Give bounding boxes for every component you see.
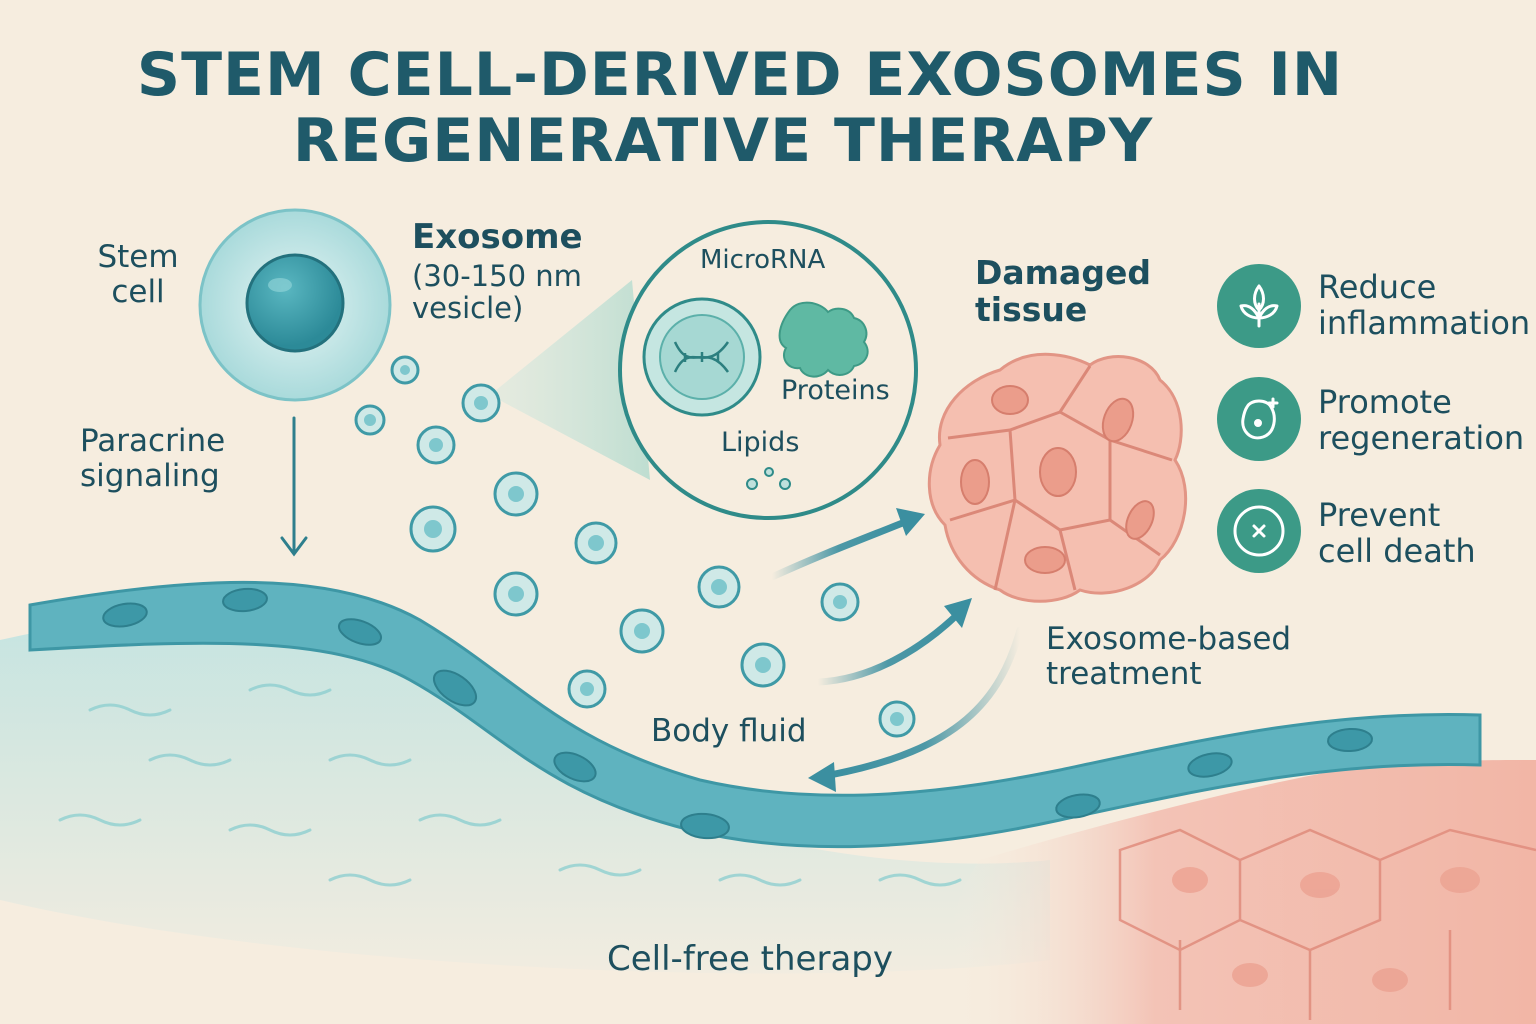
- cell-free-therapy-label: Cell-free therapy: [607, 939, 893, 979]
- exosome-particle: [619, 608, 665, 654]
- exosome-particle: [820, 582, 860, 622]
- stem-cell-label: Stem cell: [88, 240, 188, 309]
- benefit-2-line-2: regeneration: [1318, 418, 1525, 457]
- exosome-zoom-circle: [618, 220, 918, 520]
- arrow-to-tissue-lower: [814, 610, 962, 686]
- page-title-line-2: REGENERATIVE THERAPY: [292, 106, 1154, 176]
- proteins-label: Proteins: [781, 375, 890, 406]
- arrow-to-tissue-upper: [768, 518, 909, 581]
- benefit-1-line-1: Reduce: [1318, 268, 1437, 306]
- paracrine-arrow-icon: [280, 416, 308, 557]
- benefit-3-line-1: Prevent: [1318, 496, 1441, 534]
- exosome-treatment-label: Exosome-based treatment: [1046, 622, 1291, 691]
- exosome-particle: [409, 505, 457, 553]
- exosome-label: Exosome: [412, 217, 583, 257]
- cancel-cell-icon: [1217, 489, 1301, 573]
- regenerating-cell-icon: [1217, 377, 1301, 461]
- page-title: STEM CELL-DERIVED EXOSOMES IN: [136, 40, 1344, 110]
- arrow-return: [826, 626, 1024, 779]
- body-fluid-region: [0, 608, 1050, 974]
- tissue-cells: [1118, 828, 1536, 1020]
- benefit-reduce-inflammation: Reduce inflammation: [1318, 268, 1531, 342]
- damaged-tissue-icon: [927, 352, 1188, 603]
- exosome-treatment-line-2: treatment: [1046, 655, 1202, 692]
- exosome-particle: [461, 383, 501, 423]
- exosome-particles: [354, 355, 916, 738]
- exosome-particle: [354, 404, 386, 436]
- benefit-prevent-cell-death: Prevent cell death: [1318, 496, 1476, 570]
- paracrine-label: Paracrine signaling: [80, 424, 225, 493]
- protein-icon: [778, 301, 869, 378]
- exosome-particle: [567, 669, 607, 709]
- exosome-size-line-2: vesicle): [412, 291, 524, 326]
- benefit-1-line-2: inflammation: [1318, 303, 1531, 342]
- dna-icon: [673, 341, 730, 373]
- exosome-size-label: (30-150 nm vesicle): [412, 260, 582, 325]
- blood-vessel: [28, 580, 1482, 849]
- benefit-2-line-1: Promote: [1318, 383, 1452, 421]
- benefit-3-line-2: cell death: [1318, 531, 1476, 570]
- stem-cell-label-line-1: Stem: [97, 239, 179, 275]
- body-fluid-label: Body fluid: [651, 713, 807, 749]
- damaged-tissue-label: Damaged tissue: [975, 253, 1151, 329]
- stem-cell-icon: [198, 208, 392, 402]
- paracrine-line-2: signaling: [80, 457, 220, 494]
- lipids-label: Lipids: [721, 427, 800, 458]
- damaged-tissue-line-1: Damaged: [975, 253, 1151, 292]
- exosome-particle: [740, 642, 786, 688]
- exosome-particle: [493, 471, 539, 517]
- vessel-cells: [102, 587, 1373, 840]
- tissue-region: [949, 760, 1536, 1024]
- exosome-particle: [878, 700, 916, 738]
- microrna-label: MicroRNA: [700, 245, 826, 275]
- stem-cell-label-line-2: cell: [111, 273, 165, 310]
- exosome-particle: [697, 565, 741, 609]
- exosome-treatment-line-1: Exosome-based: [1046, 621, 1292, 657]
- fluid-waves: [58, 683, 962, 887]
- lipid-dots-icon: [746, 467, 791, 490]
- exosome-particle: [574, 521, 618, 565]
- tissue-nuclei: [1172, 867, 1480, 992]
- paracrine-line-1: Paracrine: [80, 423, 226, 459]
- benefit-promote-regeneration: Promote regeneration: [1318, 383, 1525, 457]
- zoom-cone: [490, 280, 650, 480]
- exosome-particle: [390, 355, 420, 385]
- exosome-particle: [493, 571, 539, 617]
- delivery-arrows: [768, 508, 1024, 792]
- exosome-size-line-1: (30-150 nm: [412, 259, 582, 293]
- damaged-tissue-line-2: tissue: [975, 289, 1088, 329]
- exosome-particle: [416, 425, 456, 465]
- leaf-icon: [1217, 264, 1301, 348]
